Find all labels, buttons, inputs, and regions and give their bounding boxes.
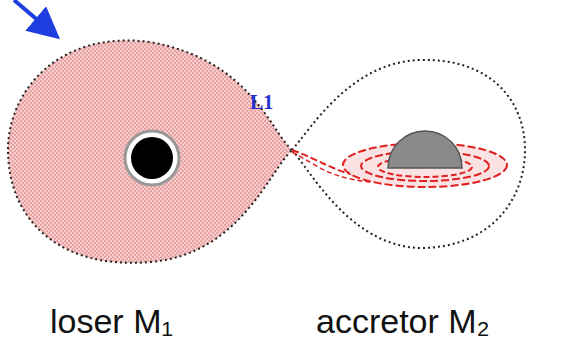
lagrange-point-label: L1 xyxy=(250,92,273,112)
loser-roche-lobe xyxy=(8,40,292,262)
accretor-roche-lobe xyxy=(292,60,525,248)
pointer-arrow xyxy=(14,0,54,34)
accretor-star xyxy=(388,131,462,168)
star-label: accretor M₂ xyxy=(316,304,490,338)
star-label: loser M₁ xyxy=(50,304,173,338)
loser-star-core xyxy=(131,137,173,179)
loser-star-ring xyxy=(125,131,179,185)
